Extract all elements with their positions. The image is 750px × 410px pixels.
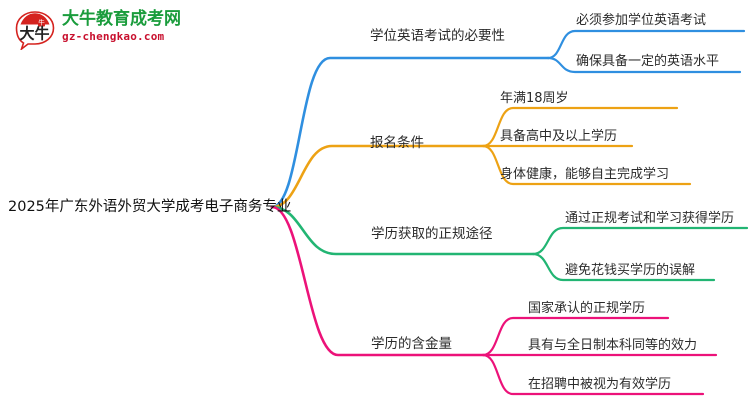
logo-domain: gz-chengkao.com: [62, 30, 165, 43]
leaf-label-3-2[interactable]: 避免花钱买学历的误解: [565, 263, 696, 278]
branch-label-2[interactable]: 报名条件: [370, 135, 424, 151]
leaf-label-2-1[interactable]: 年满18周岁: [500, 91, 569, 106]
leaf-label-1-2[interactable]: 确保具备一定的英语水平: [576, 54, 720, 69]
branch-connector-1: [270, 29, 746, 209]
leaf-label-2-2[interactable]: 具备高中及以上学历: [500, 129, 618, 144]
svg-text:牛: 牛: [38, 17, 45, 26]
leaf-label-4-3[interactable]: 在招聘中被视为有效学历: [528, 377, 672, 392]
branch-connector-3: [270, 205, 749, 282]
logo-title: 大牛教育成考网: [62, 9, 181, 29]
svg-text:大牛: 大牛: [19, 25, 49, 43]
branch-label-3[interactable]: 学历获取的正规途径: [371, 226, 493, 242]
leaf-label-4-1[interactable]: 国家承认的正规学历: [528, 301, 646, 316]
site-logo[interactable]: 牛 大牛 大牛教育成考网 gz-chengkao.com: [12, 6, 192, 54]
leaf-label-3-1[interactable]: 通过正规考试和学习获得学历: [565, 211, 735, 226]
root-node-label[interactable]: 2025年广东外语外贸大学成考电子商务专业: [8, 199, 292, 215]
logo-wordmark: 大牛教育成考网 gz-chengkao.com: [62, 9, 192, 43]
leaf-label-4-2[interactable]: 具有与全日制本科同等的效力: [528, 338, 698, 353]
branch-connector-4: [270, 205, 718, 396]
leaf-label-1-1[interactable]: 必须参加学位英语考试: [576, 13, 707, 28]
branch-connector-2: [270, 106, 692, 209]
branch-label-4[interactable]: 学历的含金量: [371, 336, 452, 352]
daniu-logo-icon: 牛 大牛: [14, 10, 56, 52]
leaf-label-2-3[interactable]: 身体健康，能够自主完成学习: [500, 167, 670, 182]
branch-label-1[interactable]: 学位英语考试的必要性: [370, 28, 505, 44]
